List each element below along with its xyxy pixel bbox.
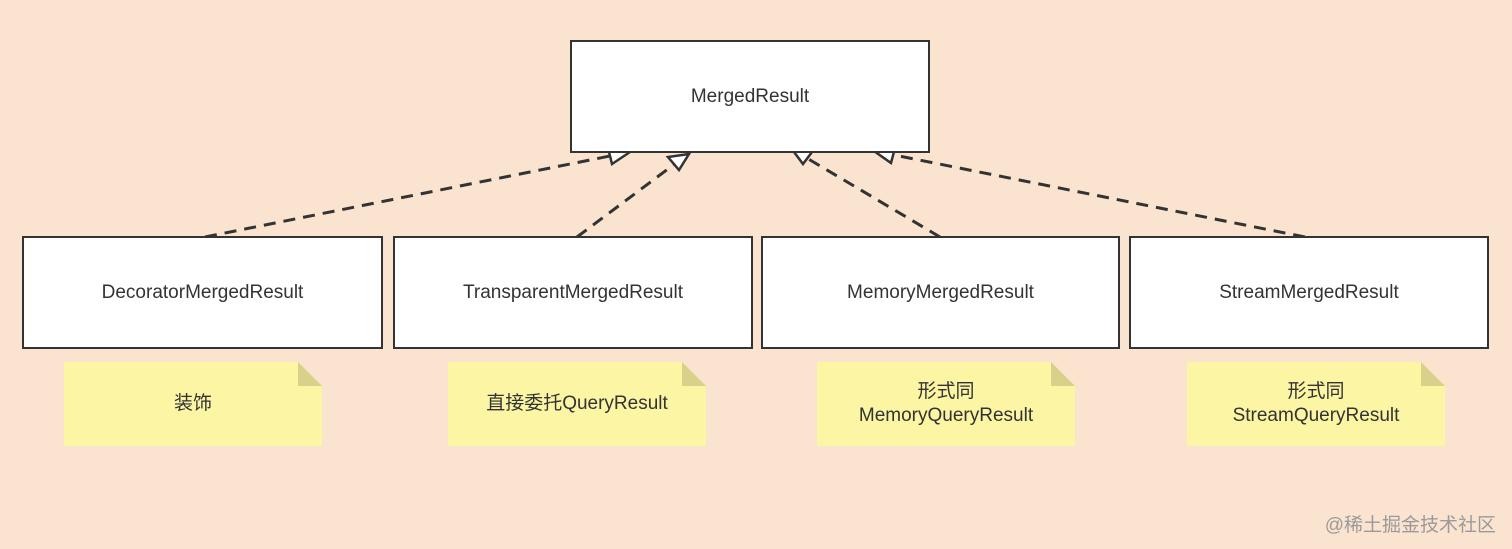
note-transparent: 直接委托QueryResult [448,362,706,446]
connector-decorator [204,152,621,239]
note-line: 装饰 [173,393,212,414]
class-box-transparent-merged-result: TransparentMergedResult [393,236,753,349]
class-box-memory-merged-result: MemoryMergedResult [761,236,1120,349]
class-box-stream-merged-result: StreamMergedResult [1129,236,1489,349]
note-line: StreamQueryResult [1232,405,1400,426]
class-label: MemoryMergedResult [847,281,1034,303]
sticky-note-shape [1187,362,1445,446]
sticky-note-shape [64,362,322,446]
watermark: @稀土掘金技术社区 [1324,515,1496,536]
connector-transparent [576,158,681,239]
note-stream: 形式同 StreamQueryResult [1187,362,1445,446]
note-line: MemoryQueryResult [858,405,1034,426]
class-label: DecoratorMergedResult [101,281,304,303]
note-line: 形式同 [1287,381,1345,402]
sticky-note-shape [448,362,706,446]
class-box-merged-result: MergedResult [570,40,930,153]
arrowhead-transparent [665,152,692,173]
note-line: 形式同 [917,381,975,402]
note-memory: 形式同 MemoryQueryResult [817,362,1075,446]
connector-memory [799,152,941,239]
connector-stream [883,151,1306,239]
class-box-decorator-merged-result: DecoratorMergedResult [22,236,383,349]
class-label: TransparentMergedResult [462,281,683,303]
sticky-note-shape [817,362,1075,446]
note-line: 直接委托QueryResult [486,393,668,414]
note-decorator: 装饰 [64,362,322,446]
class-label: MergedResult [690,85,810,107]
class-label: StreamMergedResult [1219,281,1399,303]
